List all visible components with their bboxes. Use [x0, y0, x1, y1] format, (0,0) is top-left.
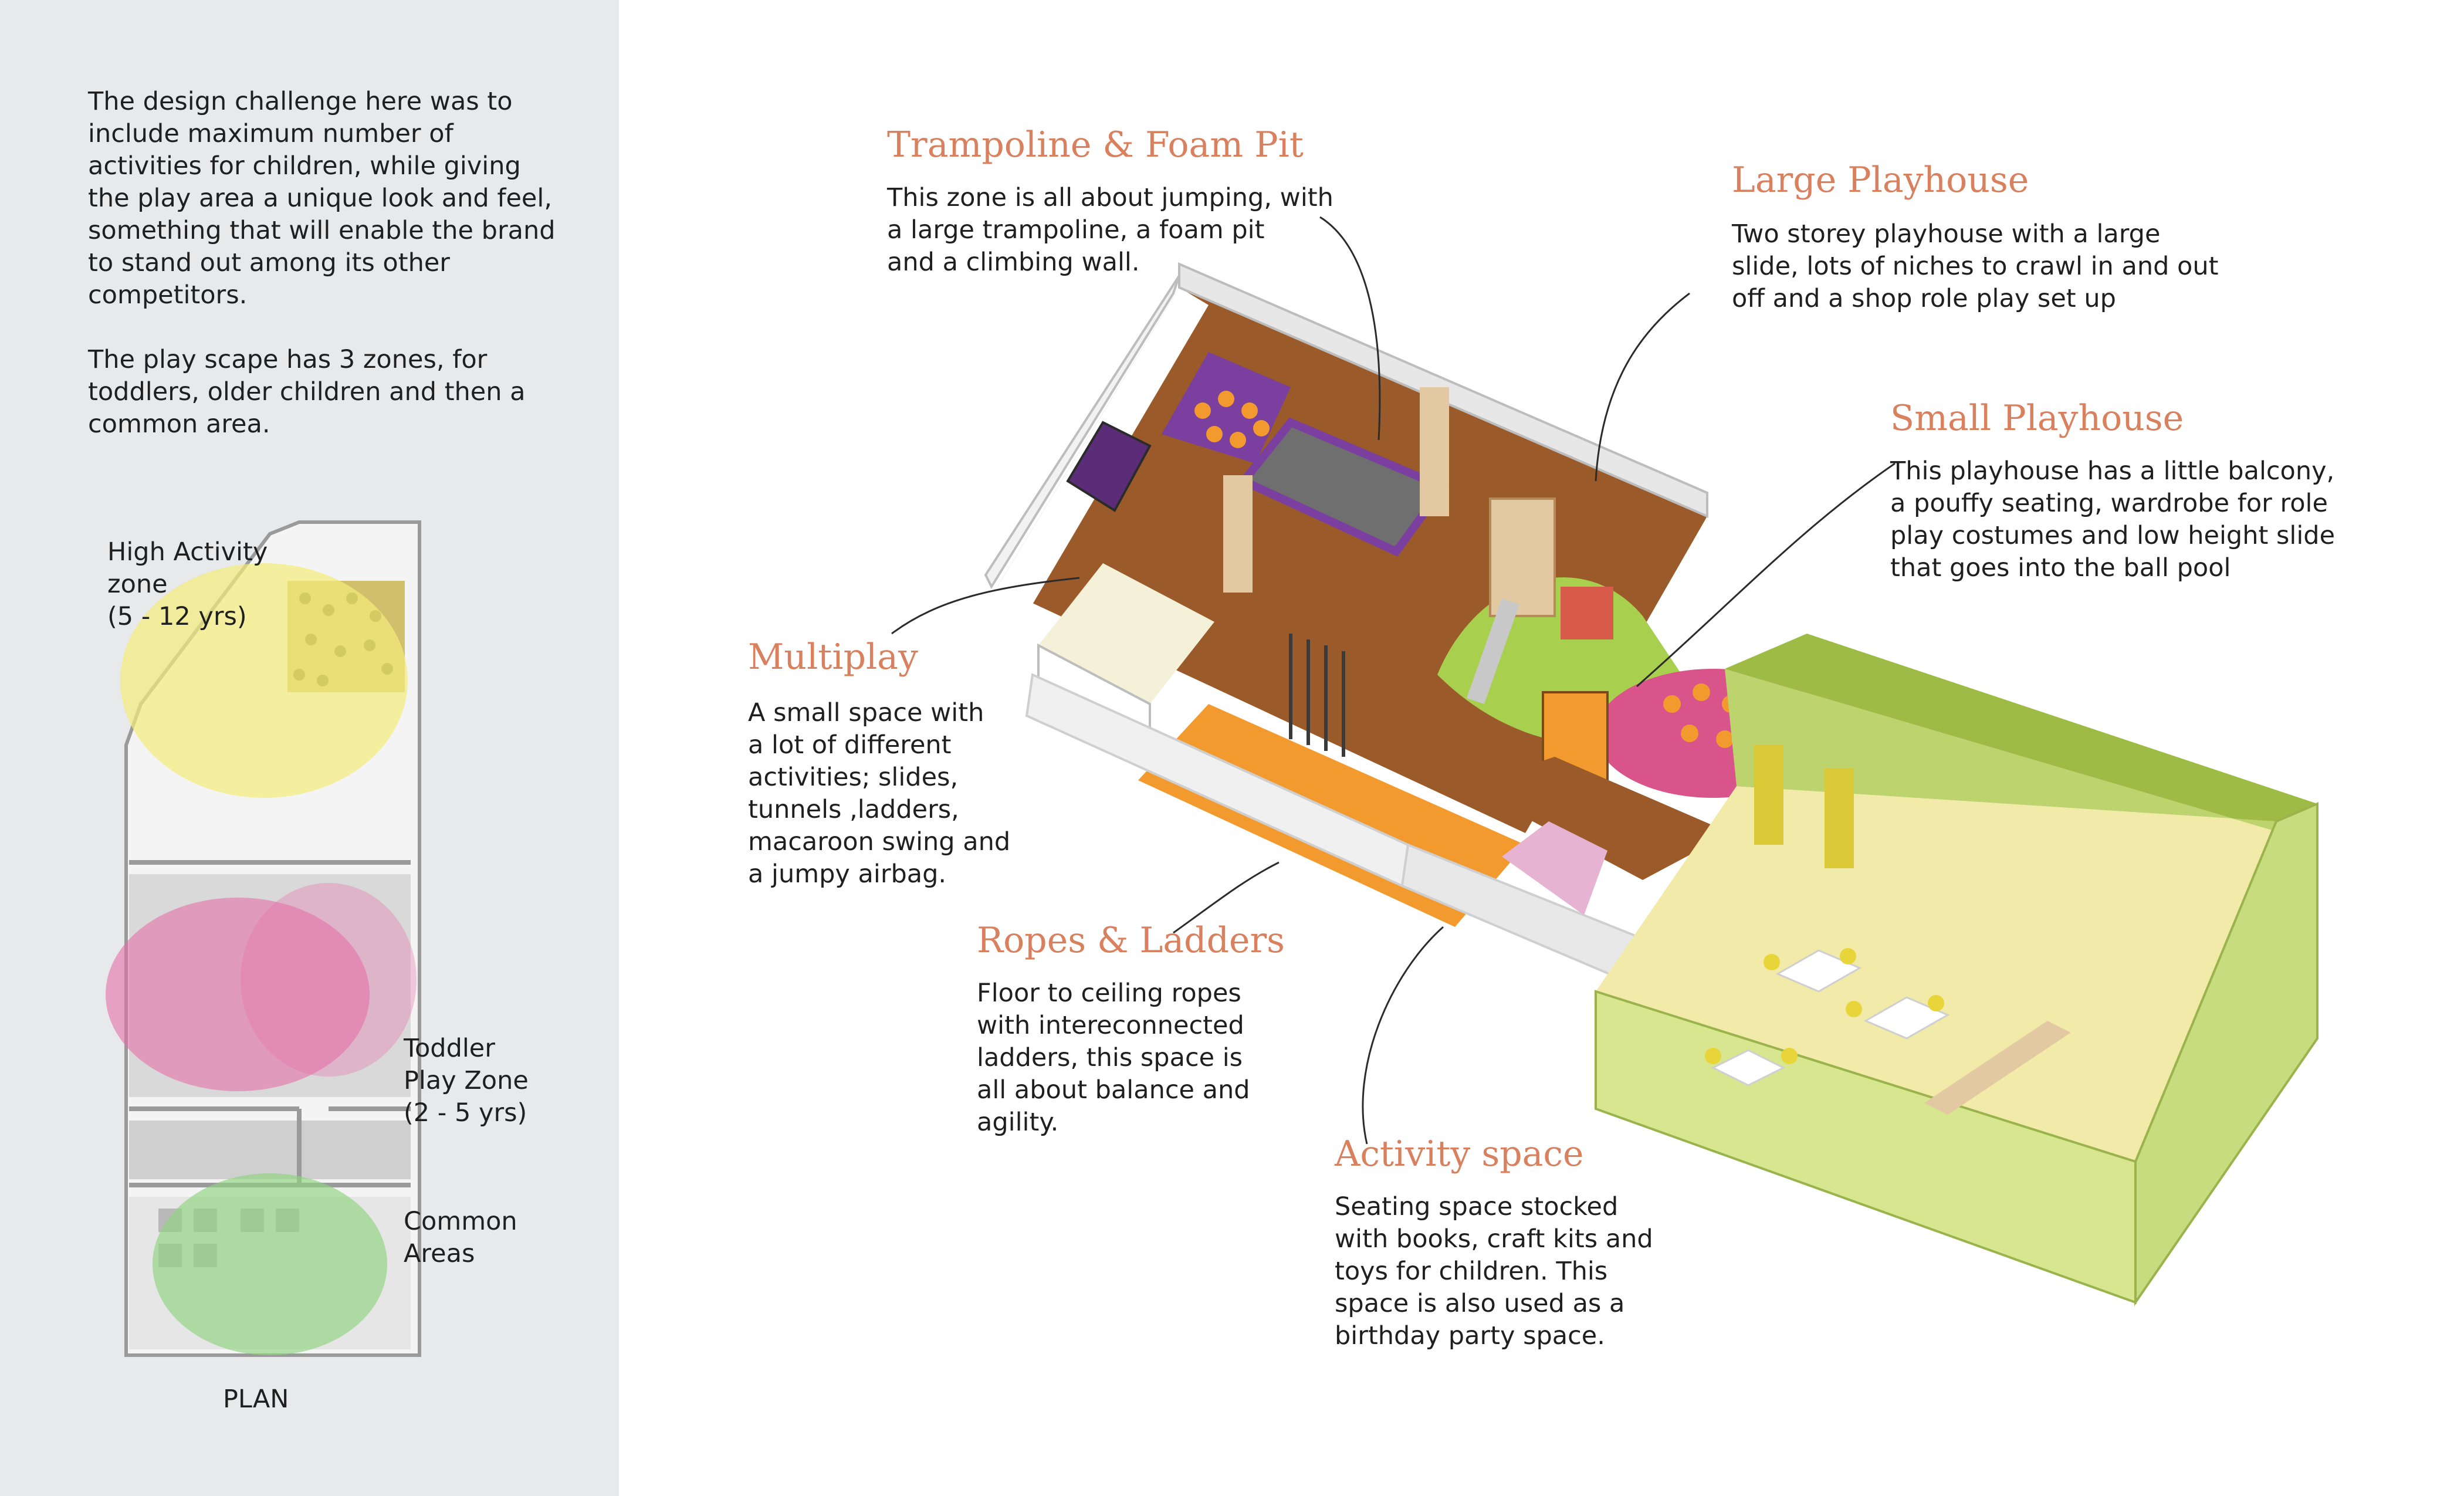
leader-activity — [1362, 926, 1444, 1145]
large-playhouse — [1489, 497, 1556, 617]
high-activity-zone — [120, 563, 408, 798]
leader-large-playhouse — [1595, 292, 1690, 482]
wall-activity-right — [2134, 801, 2319, 1307]
callout-title-small-playhouse: Small Playhouse — [1890, 398, 2184, 439]
callout-text-trampoline: This zone is all about jumping, with a l… — [887, 183, 1333, 277]
intro-paragraph-2: The play scape has 3 zones, for toddlers… — [88, 345, 526, 439]
plan-caption: PLAN — [223, 1385, 289, 1414]
climbing-wall — [1066, 421, 1152, 512]
zone-label-high-activity: High Activity zone (5 - 12 yrs) — [107, 537, 268, 631]
callout-text-small-playhouse: This playhouse has a little balcony, a p… — [1890, 456, 2336, 583]
callout-title-multiplay: Multiplay — [748, 637, 918, 678]
zone-label-common: Common Areas — [404, 1207, 517, 1268]
toddler-zone-overlap — [241, 883, 417, 1077]
callout-title-trampoline: Trampoline & Foam Pit — [887, 124, 1304, 165]
callout-title-ropes: Ropes & Ladders — [977, 920, 1285, 961]
intro-paragraph-1: The design challenge here was to include… — [88, 87, 556, 310]
leader-trampoline — [1319, 216, 1381, 441]
callout-text-large-playhouse: Two storey playhouse with a large slide,… — [1732, 219, 2219, 313]
callout-text-activity: Seating space stocked with books, craft … — [1335, 1192, 1653, 1351]
callout-text-multiplay: A small space with a lot of different ac… — [748, 698, 1011, 889]
common-area-zone — [153, 1173, 387, 1355]
leader-multiplay — [891, 577, 1080, 635]
floor-plan — [106, 520, 421, 1357]
callout-title-large-playhouse: Large Playhouse — [1732, 160, 2029, 201]
intro-text: The design challenge here was to include… — [88, 86, 569, 473]
callout-text-ropes: Floor to ceiling ropes with intereconnec… — [977, 979, 1250, 1137]
slide — [1467, 598, 1519, 704]
toddler-zone — [106, 898, 370, 1091]
leader-small-playhouse — [1636, 462, 1896, 688]
zone-label-toddler: Toddler Play Zone (2 - 5 yrs) — [404, 1034, 529, 1128]
floor-activity-space — [1596, 786, 2276, 1162]
multiplay-room — [1038, 563, 1214, 704]
callout-title-activity: Activity space — [1335, 1133, 1584, 1175]
leader-ropes — [1173, 861, 1280, 934]
